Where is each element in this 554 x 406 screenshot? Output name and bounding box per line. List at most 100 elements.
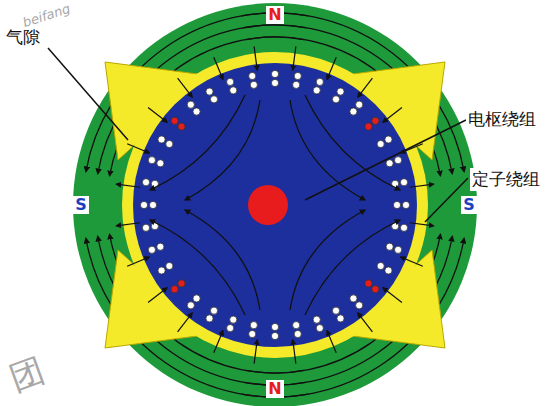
winding-conductor <box>171 117 178 124</box>
winding-conductor <box>400 224 407 231</box>
winding-conductor <box>350 108 357 115</box>
flux-arrow <box>410 223 434 226</box>
watermark: beifang <box>21 1 72 30</box>
winding-conductor <box>271 323 278 330</box>
winding-conductor <box>210 96 217 103</box>
winding-conductor <box>178 280 185 287</box>
pole-letter: S <box>463 197 475 213</box>
flux-arrow <box>358 78 373 97</box>
winding-conductor <box>193 295 200 302</box>
pole-label: S <box>73 196 89 214</box>
part-label: 电枢绕组 <box>466 108 538 131</box>
winding-conductor <box>166 262 173 269</box>
flux-arrow <box>410 184 434 187</box>
winding-conductor <box>316 324 323 331</box>
winding-conductor <box>377 140 384 147</box>
winding-conductor <box>393 201 400 208</box>
shaft <box>248 185 288 225</box>
winding-conductor <box>158 136 165 143</box>
winding-conductor <box>385 136 392 143</box>
winding-conductor <box>187 101 194 108</box>
winding-conductor <box>294 72 301 79</box>
winding-conductor <box>365 280 372 287</box>
winding-conductor <box>157 160 164 167</box>
winding-conductor <box>394 157 401 164</box>
gap-flux-arrows <box>116 46 433 363</box>
winding-conductor <box>332 307 339 314</box>
flux-arrow <box>327 331 336 353</box>
winding-conductor <box>316 78 323 85</box>
winding-conductor <box>140 201 147 208</box>
rotor-flux-lines <box>150 95 400 315</box>
winding-conductor <box>158 267 165 274</box>
winding-conductor <box>227 78 234 85</box>
flux-arrow <box>148 108 167 123</box>
winding-conductor <box>271 332 278 339</box>
winding-conductor <box>271 79 278 86</box>
stator-flux-lines <box>86 13 464 397</box>
winding-conductor <box>377 262 384 269</box>
winding-conductor <box>149 201 156 208</box>
stator-yoke <box>73 3 477 406</box>
winding-conductor <box>386 160 393 167</box>
winding-conductor <box>400 179 407 186</box>
flux-arrow <box>327 57 336 79</box>
winding-conductor <box>227 324 234 331</box>
flux-arrow <box>214 331 223 353</box>
winding-conductor <box>250 81 257 88</box>
flux-arrow <box>293 46 296 70</box>
winding-conductor <box>356 101 363 108</box>
winding-conductor <box>293 81 300 88</box>
winding-conductor <box>313 87 320 94</box>
winding-conductor <box>171 286 178 293</box>
winding-conductor <box>313 316 320 323</box>
flux-arrow <box>214 57 223 79</box>
flux-arrow <box>358 313 373 332</box>
flux-arrow <box>116 184 140 187</box>
winding-conductor <box>385 267 392 274</box>
winding-conductor <box>210 307 217 314</box>
flux-arrow <box>383 108 402 123</box>
flux-arrow <box>254 340 257 364</box>
winding-conductor <box>249 72 256 79</box>
watermark: 团 <box>3 348 51 403</box>
winding-conductor <box>230 316 237 323</box>
winding-conductor <box>337 315 344 322</box>
flux-arrow <box>178 313 193 332</box>
winding-conductor <box>386 243 393 250</box>
flux-arrow <box>293 340 296 364</box>
winding-conductor <box>206 88 213 95</box>
flux-arrow <box>401 257 423 266</box>
leader-lines <box>48 48 468 222</box>
flux-arrow <box>254 46 257 70</box>
winding-conductor <box>206 315 213 322</box>
flux-arrow <box>178 78 193 97</box>
winding-conductor <box>356 302 363 309</box>
air-gap-ring <box>122 52 428 358</box>
pole-label: N <box>266 380 283 398</box>
winding-conductor <box>372 117 379 124</box>
pole-label: S <box>461 196 477 214</box>
pole-letter: S <box>75 197 87 213</box>
winding-conductor <box>250 322 257 329</box>
winding-conductor <box>142 179 149 186</box>
part-label: 气隙 <box>6 26 40 49</box>
pole-shoes <box>105 62 445 348</box>
flux-arrow <box>127 144 149 153</box>
flux-arrow <box>383 288 402 303</box>
winding-conductor <box>337 88 344 95</box>
flux-arrow <box>127 257 149 266</box>
winding-conductor <box>148 157 155 164</box>
armature-slots <box>140 70 409 339</box>
part-label: 定子绕组 <box>470 168 542 191</box>
winding-conductor <box>148 246 155 253</box>
winding-conductor <box>350 295 357 302</box>
winding-conductor <box>178 123 185 130</box>
winding-conductor <box>293 322 300 329</box>
winding-conductor <box>372 286 379 293</box>
pole-label: N <box>266 6 283 24</box>
winding-conductor <box>294 330 301 337</box>
pole-letter: N <box>268 7 281 23</box>
winding-conductor <box>157 243 164 250</box>
